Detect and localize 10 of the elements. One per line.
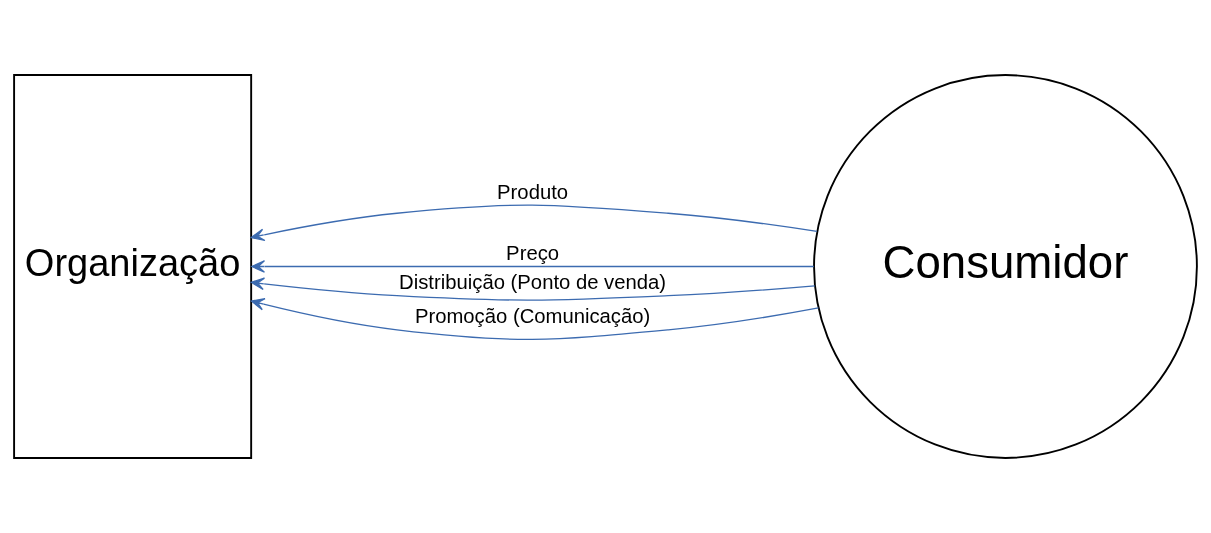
arrow — [250, 298, 820, 341]
edge-label: Distribuição (Ponto de venda) — [399, 271, 667, 294]
arrow — [251, 260, 815, 273]
edge-label: Promoção (Comunicação) — [414, 305, 651, 328]
arrow — [250, 204, 818, 242]
node-box: Organização — [13, 74, 253, 459]
edge-label: Produto — [497, 181, 569, 204]
edge-label: Preço — [506, 241, 560, 264]
node-circle: Consumidor — [813, 74, 1198, 459]
arrow — [250, 277, 816, 301]
